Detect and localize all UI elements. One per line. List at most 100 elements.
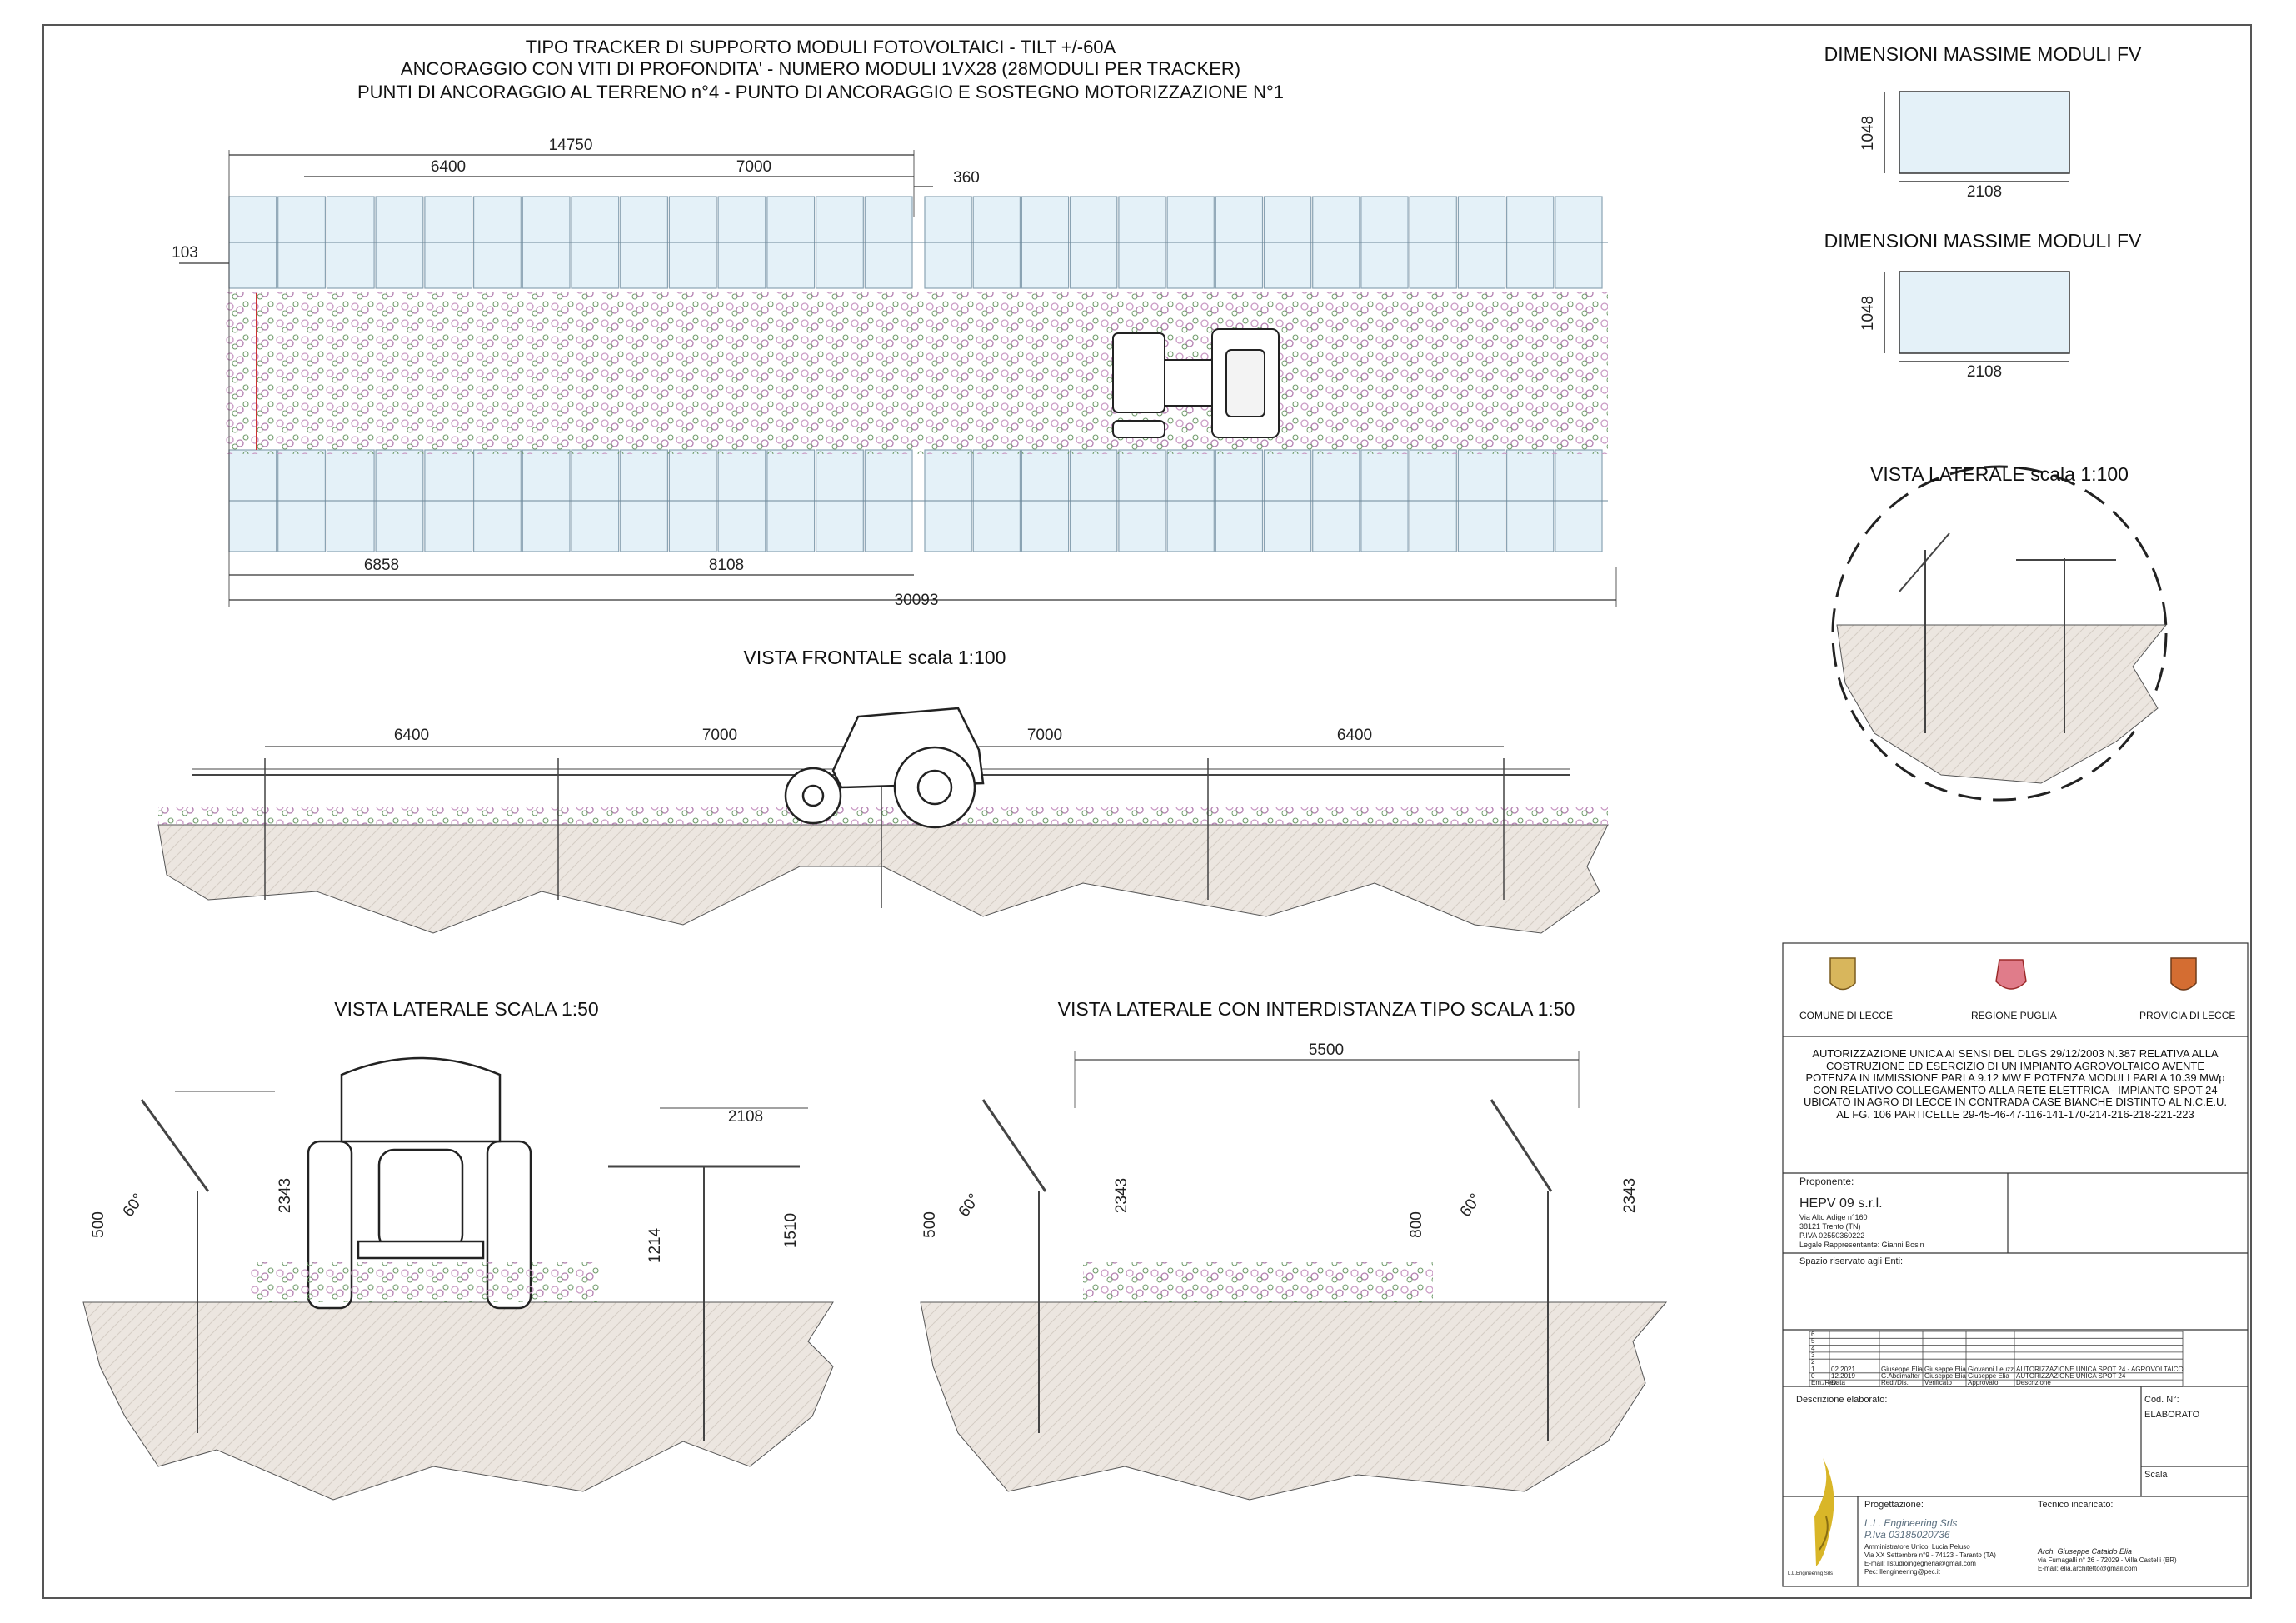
tractor-plan <box>1112 328 1280 438</box>
revision-table-grid <box>1809 1331 2184 1387</box>
prog-company-name: L.L. Engineering Srls <box>1864 1517 1958 1529</box>
dim-plan-6400: 6400 <box>431 158 466 176</box>
module-dims-box-2 <box>1884 271 2070 362</box>
tractor-front-view <box>784 707 985 829</box>
revision-cell: 4 <box>1811 1344 1815 1352</box>
dim-plan-6858: 6858 <box>364 557 399 574</box>
side-view-100-detail <box>1831 465 2168 802</box>
dim-module-h-2: 1048 <box>1859 296 1877 331</box>
revision-cell: Giuseppe Elia <box>1924 1371 1966 1380</box>
vegetation-band <box>225 292 1608 454</box>
dim-module-w-1: 2108 <box>1967 183 2002 201</box>
dim-sp-2343b: 2343 <box>1621 1178 1639 1213</box>
main-title-line2: ANCORAGGIO CON VITI DI PROFONDITA' - NUM… <box>400 58 1241 79</box>
scala-label: Scala <box>2144 1470 2168 1480</box>
module-dims-title-2: DIMENSIONI MASSIME MODULI FV <box>1824 230 2142 252</box>
dim-sp-60a: 60° <box>956 1191 984 1221</box>
proponente-name: HEPV 09 s.r.l. <box>1799 1196 1883 1211</box>
revision-header-cell: Verificato <box>1924 1379 1952 1387</box>
prog-logo-text: L.L.Engineering Srls <box>1788 1571 1834 1576</box>
revision-header-cell: Data <box>1831 1379 1845 1387</box>
side50-vegetation <box>250 1262 600 1302</box>
dim-sp-2343a: 2343 <box>1113 1178 1131 1213</box>
cod-label: Cod. N°: <box>2144 1395 2179 1405</box>
dim-front-7000-a: 7000 <box>702 727 737 744</box>
main-title-line3: PUNTI DI ANCORAGGIO AL TERRENO n°4 - PUN… <box>357 82 1285 102</box>
prog-admin: Amministratore Unico: Lucia Peluso <box>1864 1543 1970 1551</box>
project-description: AUTORIZZAZIONE UNICA AI SENSI DEL DLGS 2… <box>1803 1047 2228 1121</box>
proponente-legal-rep: Legale Rappresentante: Gianni Bosin <box>1799 1241 1924 1249</box>
revision-header-cell: Red./Dis. <box>1881 1379 1909 1387</box>
revision-header-cell: Em./Rev. <box>1811 1379 1839 1387</box>
regione-puglia-label: REGIONE PUGLIA <box>1971 1010 2057 1021</box>
module-row-lower <box>228 449 1608 552</box>
revision-header-cell: Descrizione <box>2016 1379 2051 1387</box>
dim-plan-30093: 30093 <box>895 592 939 609</box>
revision-cell: 02.2021 <box>1831 1365 1855 1373</box>
dim-s50-2108: 2108 <box>728 1108 763 1126</box>
comune-lecce-label: COMUNE DI LECCE <box>1799 1010 1894 1021</box>
prog-address: Via XX Settembre n°9 - 74123 - Taranto (… <box>1864 1551 1996 1559</box>
dim-s50-500: 500 <box>90 1211 107 1238</box>
dim-plan-8108: 8108 <box>709 557 744 574</box>
proponente-address-1: Via Alto Adige n°160 <box>1799 1213 1868 1221</box>
revision-cell: 2 <box>1811 1358 1815 1366</box>
dim-s50-60: 60° <box>120 1191 148 1221</box>
side-view-50 <box>82 1091 834 1501</box>
revision-cell: 1 <box>1811 1365 1815 1373</box>
provincia-lecce-label: PROVICIA DI LECCE <box>2139 1010 2236 1021</box>
tecnico-label: Tecnico incaricato: <box>2038 1500 2114 1510</box>
plan-view <box>179 150 1617 607</box>
prog-pec: Pec: llengineering@pec.it <box>1864 1568 1940 1576</box>
prog-email: E-mail: llstudioingegneria@gmail.com <box>1864 1560 1976 1567</box>
module-row-upper <box>228 196 1608 289</box>
dim-front-7000-b: 7000 <box>1027 727 1062 744</box>
spacing-vegetation <box>1083 1262 1433 1302</box>
enti-label: Spazio riservato agli Enti: <box>1799 1256 1904 1266</box>
proponente-piva: P.IVA 02550360222 <box>1799 1231 1865 1240</box>
revision-cell: 12.2019 <box>1831 1371 1855 1380</box>
dim-s50-2343: 2343 <box>277 1178 294 1213</box>
revision-cell: G.Abdimalter <box>1881 1371 1920 1380</box>
revision-cell: Giuseppe Elia <box>1924 1365 1966 1373</box>
ll-engineering-logo <box>1814 1458 1834 1566</box>
dim-plan-103: 103 <box>172 244 198 262</box>
revision-cell: 6 <box>1811 1331 1815 1338</box>
dim-plan-360: 360 <box>953 169 980 187</box>
front-vegetation <box>158 807 1608 825</box>
dim-sp-800: 800 <box>1408 1211 1425 1238</box>
revision-cell: AUTORIZZAZIONE UNICA SPOT 24 - AGROVOLTA… <box>2016 1365 2184 1373</box>
proponente-label: Proponente: <box>1799 1176 1854 1187</box>
dim-s50-1214: 1214 <box>646 1227 664 1263</box>
progettazione-label: Progettazione: <box>1864 1500 1924 1510</box>
revision-cell: 0 <box>1811 1371 1815 1380</box>
side-view-50-title: VISTA LATERALE SCALA 1:50 <box>334 998 599 1020</box>
front-view-title: VISTA FRONTALE scala 1:100 <box>743 647 1006 668</box>
descr-elaborato-label: Descrizione elaborato: <box>1796 1395 1888 1405</box>
provincia-lecce-logo <box>2170 957 2197 991</box>
revision-cell: Giovanni Leuzzi <box>1968 1365 2015 1373</box>
dim-sp-5500: 5500 <box>1309 1041 1344 1059</box>
proponente-address-2: 38121 Trento (TN) <box>1799 1222 1861 1231</box>
dim-front-6400-b: 6400 <box>1337 727 1372 744</box>
elaborato-code: ELABORATO <box>2144 1410 2200 1420</box>
tecnico-name: Arch. Giuseppe Cataldo Elia <box>2038 1547 2133 1556</box>
tecnico-email: E-mail: elia.architetto@gmail.com <box>2038 1565 2138 1572</box>
side-view-spacing-title: VISTA LATERALE CON INTERDISTANZA TIPO SC… <box>1057 998 1575 1020</box>
module-dims-title-1: DIMENSIONI MASSIME MODULI FV <box>1824 43 2142 65</box>
dim-module-w-2: 2108 <box>1967 363 2002 381</box>
dim-module-h-1: 1048 <box>1859 116 1877 151</box>
dim-front-6400-a: 6400 <box>394 727 429 744</box>
module-dims-box-1 <box>1884 91 2070 182</box>
regione-puglia-logo <box>1995 959 2027 990</box>
dim-plan-7000: 7000 <box>736 158 771 176</box>
sheet-border <box>42 24 2252 1599</box>
revision-cell: Giuseppe Elia <box>1968 1371 2009 1380</box>
front-view <box>157 746 1609 934</box>
main-title-line1: TIPO TRACKER DI SUPPORTO MODULI FOTOVOLT… <box>525 37 1116 57</box>
revision-header-cell: Approvato <box>1968 1379 1999 1387</box>
tecnico-address: via Fumagalli n° 26 - 72029 - Villa Cast… <box>2038 1556 2177 1564</box>
dim-plan-total-top: 14750 <box>549 137 593 154</box>
dim-s50-1510: 1510 <box>782 1213 800 1248</box>
